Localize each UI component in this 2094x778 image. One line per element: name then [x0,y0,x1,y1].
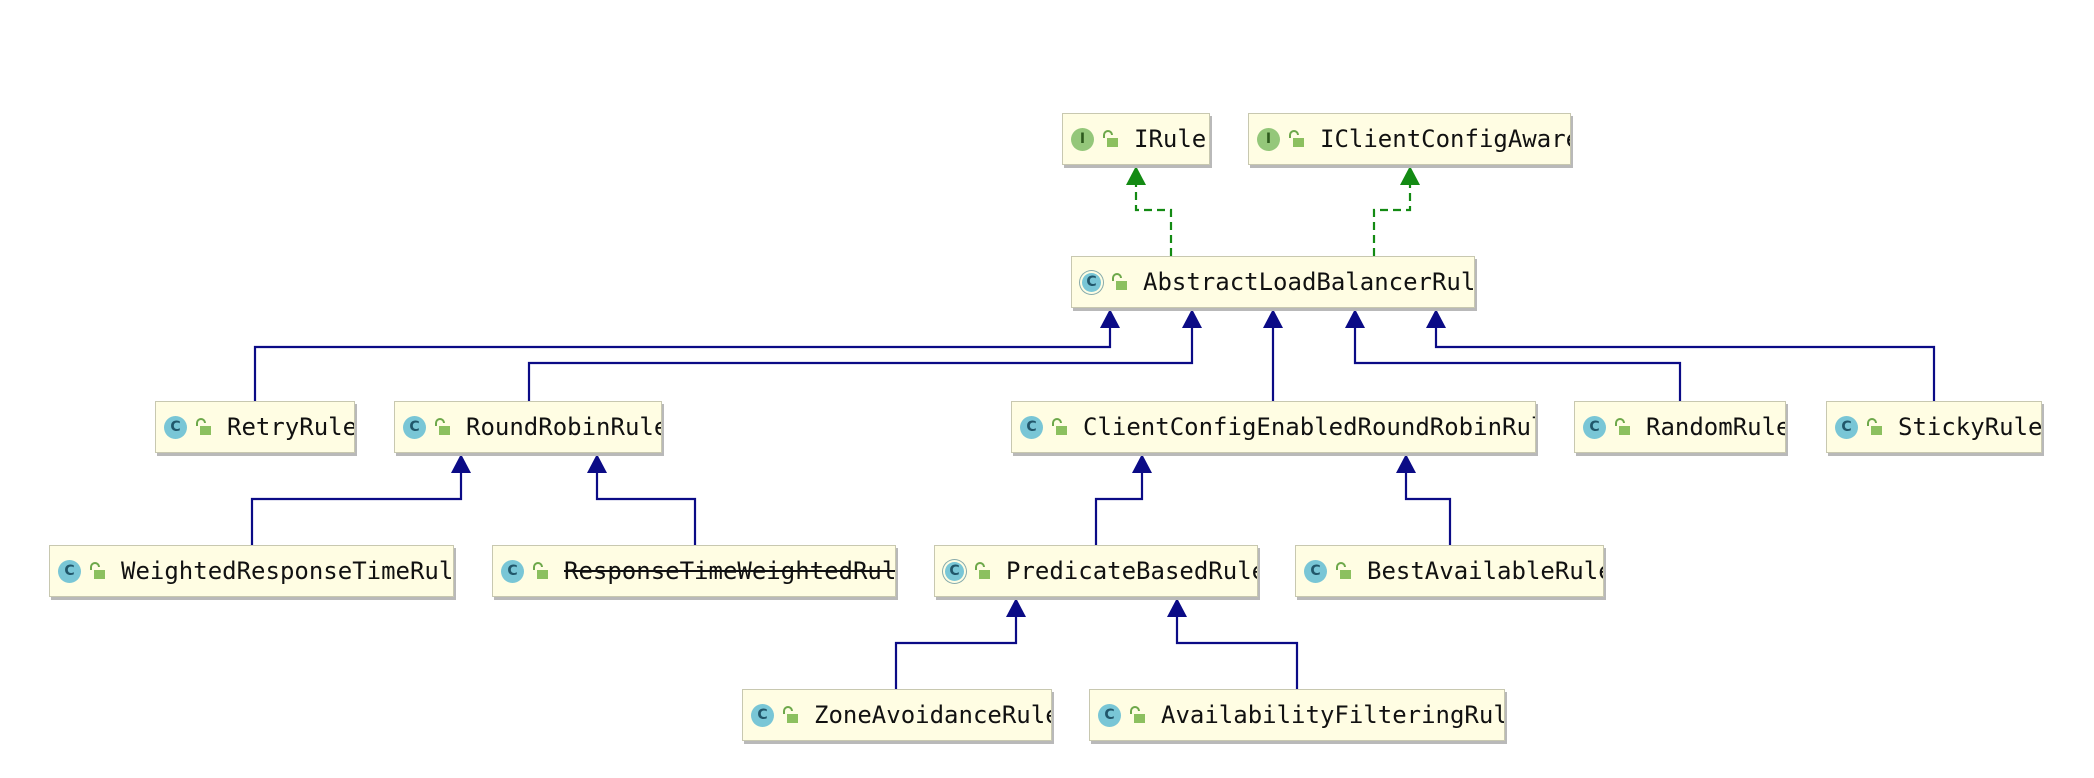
lock-open-icon [1289,130,1304,147]
class-node-random-rule[interactable]: C RandomRule [1574,401,1786,453]
class-name: ResponseTimeWeightedRule [564,557,896,585]
extends-edge-RandomRule-to-AbstractLoadBalancerRule [1345,309,1682,401]
edge-line [527,328,1194,401]
class-name: IRule [1134,125,1207,153]
interface-icon: I [1071,127,1094,151]
arrowhead-icon [451,454,471,473]
class-name: AvailabilityFilteringRule [1161,701,1505,729]
extends-edge-RetryRule-to-AbstractLoadBalancerRule [253,309,1120,401]
lock-open-icon [1615,418,1630,435]
extends-edge-RoundRobinRule-to-AbstractLoadBalancerRule [527,309,1202,401]
edge-line [1372,185,1412,256]
extends-edge-StickyRule-to-AbstractLoadBalancerRule [1426,309,1936,401]
class-node-client-config-enabled-round-robin-rule[interactable]: C ClientConfigEnabledRoundRobinRule [1011,401,1536,453]
class-node-retry-rule[interactable]: C RetryRule [155,401,355,453]
arrowhead-icon [1100,309,1120,328]
lock-open-icon [90,562,105,579]
edge-line [1134,185,1173,256]
class-node-availability-filtering-rule[interactable]: C AvailabilityFilteringRule [1089,689,1505,741]
lock-open-icon [1336,562,1351,579]
class-name: ClientConfigEnabledRoundRobinRule [1083,413,1536,441]
arrowhead-icon [1396,454,1416,473]
abstract-class-icon: C [943,559,966,583]
class-icon: C [1020,415,1043,439]
class-icon: C [751,703,774,727]
class-node-irule[interactable]: I IRule [1062,113,1210,165]
arrowhead-icon [1400,166,1420,185]
lock-open-icon [435,418,450,435]
class-icon: C [1304,559,1327,583]
edge-line [1094,473,1144,545]
extends-edge-ClientConfigEnabledRoundRobinRule-to-AbstractLoadBalancerRule [1263,309,1283,401]
lock-open-icon [196,418,211,435]
lock-open-icon [975,562,990,579]
class-name: RoundRobinRule [466,413,662,441]
class-name: WeightedResponseTimeRule [121,557,454,585]
edge-line [250,473,463,545]
extends-edge-ZoneAvoidanceRule-to-PredicateBasedRule [894,598,1026,689]
class-icon: C [1098,703,1121,727]
extends-edge-WeightedResponseTimeRule-to-RoundRobinRule [250,454,471,545]
edge-line [1434,328,1936,401]
class-name: IClientConfigAware [1320,125,1571,153]
arrowhead-icon [1126,166,1146,185]
edge-line [253,328,1112,401]
class-icon: C [58,559,81,583]
arrowhead-icon [1132,454,1152,473]
arrowhead-icon [1426,309,1446,328]
class-node-best-available-rule[interactable]: C BestAvailableRule [1295,545,1604,597]
arrowhead-icon [1345,309,1365,328]
edge-line [1353,328,1682,401]
arrowhead-icon [587,454,607,473]
edge-line [1404,473,1452,545]
lock-open-icon [783,706,798,723]
lock-open-icon [1130,706,1145,723]
lock-open-icon [1112,273,1127,290]
lock-open-icon [1103,130,1118,147]
class-node-zone-avoidance-rule[interactable]: C ZoneAvoidanceRule [742,689,1052,741]
edge-line [595,473,697,545]
class-node-iclient-config-aware[interactable]: I IClientConfigAware [1248,113,1571,165]
class-node-predicate-based-rule[interactable]: C PredicateBasedRule [934,545,1258,597]
class-node-round-robin-rule[interactable]: C RoundRobinRule [394,401,662,453]
class-name: BestAvailableRule [1367,557,1604,585]
extends-edge-PredicateBasedRule-to-ClientConfigEnabledRoundRobinRule [1094,454,1152,545]
edge-line [894,617,1018,689]
edge-line [1175,617,1299,689]
class-node-abstract-load-balancer-rule[interactable]: C AbstractLoadBalancerRule [1071,256,1475,308]
extends-edge-ResponseTimeWeightedRule-to-RoundRobinRule [587,454,697,545]
class-node-weighted-response-time-rule[interactable]: C WeightedResponseTimeRule [49,545,454,597]
class-name: RandomRule [1646,413,1786,441]
lock-open-icon [1052,418,1067,435]
class-node-response-time-weighted-rule[interactable]: C ResponseTimeWeightedRule [492,545,896,597]
class-node-sticky-rule[interactable]: C StickyRule [1826,401,2042,453]
implements-edge-AbstractLoadBalancerRule-to-IClientConfigAware [1372,166,1420,256]
interface-icon: I [1257,127,1280,151]
extends-edge-AvailabilityFilteringRule-to-PredicateBasedRule [1167,598,1299,689]
class-icon: C [1583,415,1606,439]
extends-edge-BestAvailableRule-to-ClientConfigEnabledRoundRobinRule [1396,454,1452,545]
class-icon: C [501,559,524,583]
lock-open-icon [1867,418,1882,435]
class-name: ZoneAvoidanceRule [814,701,1052,729]
abstract-class-icon: C [1080,270,1103,294]
arrowhead-icon [1167,598,1187,617]
implements-edge-AbstractLoadBalancerRule-to-IRule [1126,166,1173,256]
arrowhead-icon [1263,309,1283,328]
class-name: StickyRule [1898,413,2042,441]
class-icon: C [403,415,426,439]
arrowhead-icon [1182,309,1202,328]
class-icon: C [164,415,187,439]
class-name: RetryRule [227,413,355,441]
class-icon: C [1835,415,1858,439]
class-name: AbstractLoadBalancerRule [1143,268,1475,296]
class-name: PredicateBasedRule [1006,557,1258,585]
arrowhead-icon [1006,598,1026,617]
lock-open-icon [533,562,548,579]
